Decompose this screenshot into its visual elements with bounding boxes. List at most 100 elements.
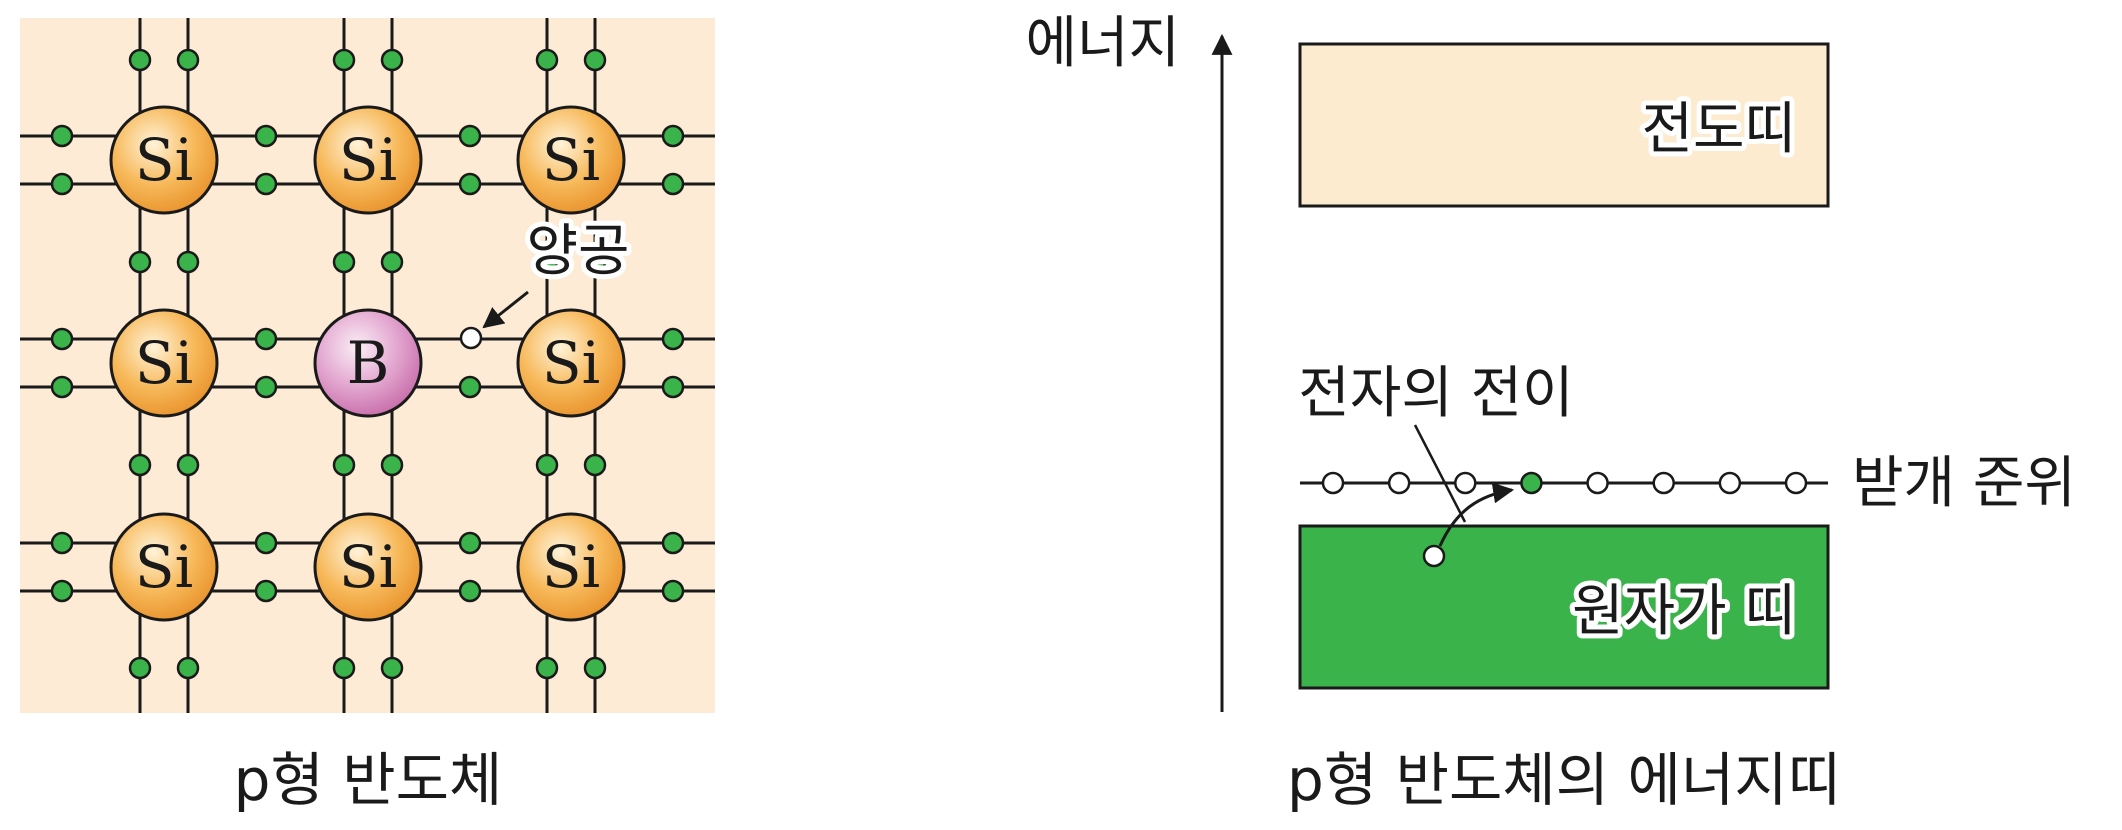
acceptor-state-empty xyxy=(1387,471,1411,495)
transition-arrow xyxy=(1438,482,1515,547)
bond-electron xyxy=(332,48,356,72)
acceptor-state-empty xyxy=(1652,471,1675,495)
boron-atom: B xyxy=(313,308,423,418)
bond-electron xyxy=(535,48,559,72)
bond-electron xyxy=(254,327,278,351)
bond-electron xyxy=(661,172,685,196)
bond-electron xyxy=(50,531,74,555)
atom-symbol: Si xyxy=(339,533,397,601)
bond-electron xyxy=(176,250,200,274)
silicon-atom: Si xyxy=(109,105,219,215)
bond-electron xyxy=(535,656,559,680)
bond-electron xyxy=(458,579,482,603)
bond-electron xyxy=(50,327,74,351)
bond-electron xyxy=(254,172,278,196)
valence-hole xyxy=(1422,544,1446,568)
bond-electron xyxy=(458,531,482,555)
acceptor-state-empty xyxy=(1784,471,1808,495)
atom-circle xyxy=(516,512,626,622)
silicon-atom: Si xyxy=(109,308,219,418)
bond-electron xyxy=(50,579,74,603)
bond-electron xyxy=(380,48,404,72)
silicon-atom: Si xyxy=(516,105,626,215)
transition-leader-line xyxy=(1413,424,1467,523)
acceptor-level-label: 받개 준위 xyxy=(1852,451,2076,516)
acceptor-states xyxy=(1321,471,1808,495)
silicon-atom: Si xyxy=(109,512,219,622)
bond-electron xyxy=(254,375,278,399)
bond-electron xyxy=(50,172,74,196)
atom-symbol: B xyxy=(347,329,390,397)
bond-electron xyxy=(583,656,607,680)
acceptor-state-empty xyxy=(1586,471,1609,495)
acceptor-state-empty xyxy=(1321,471,1345,495)
lattice-caption: p형 반도체 xyxy=(234,746,503,814)
bond-electron xyxy=(128,250,152,274)
bond-electron xyxy=(535,250,559,274)
valence-band xyxy=(1298,524,1830,690)
conduction-band-label: 전도띠 xyxy=(1641,97,1796,162)
energy-axis-label: 에너지 xyxy=(1025,11,1180,76)
atom-circle xyxy=(109,105,219,215)
hole-label: 양공 xyxy=(526,219,629,284)
bond-electron xyxy=(661,579,685,603)
bond-electron xyxy=(128,453,152,477)
silicon-atom: Si xyxy=(313,105,423,215)
bond-electron xyxy=(50,375,74,399)
bond-electron xyxy=(458,172,482,196)
bond-electron xyxy=(254,124,278,148)
acceptor-state-filled xyxy=(1520,471,1543,495)
atom-circle xyxy=(516,308,626,418)
bond-electron xyxy=(535,453,559,477)
atom-symbol: Si xyxy=(542,533,600,601)
band-panel: 에너지 전도띠 받개 준위 원자가 띠 전자의 전이 p형 반도체의 에너지띠 xyxy=(1025,11,2075,814)
bond-electron xyxy=(661,327,685,351)
lattice-electrons xyxy=(50,48,685,680)
atom-circle xyxy=(109,308,219,418)
bond-electron xyxy=(661,124,685,148)
bond-electron xyxy=(458,375,482,399)
atom-circle xyxy=(313,105,423,215)
atom-circle xyxy=(313,512,423,622)
bond-electron xyxy=(176,48,200,72)
acceptor-state-empty xyxy=(1454,471,1477,495)
bond-electron xyxy=(380,453,404,477)
hole-marker xyxy=(459,326,483,350)
band-caption: p형 반도체의 에너지띠 xyxy=(1287,746,1841,814)
silicon-atom: Si xyxy=(313,512,423,622)
atom-circle xyxy=(109,512,219,622)
atom-circle xyxy=(516,105,626,215)
bond-electron xyxy=(583,453,607,477)
bond-electron xyxy=(128,48,152,72)
atom-symbol: Si xyxy=(339,126,397,194)
bond-electron xyxy=(661,531,685,555)
bond-electron xyxy=(380,656,404,680)
bond-electron xyxy=(583,250,607,274)
bond-electron xyxy=(50,124,74,148)
bond-electron xyxy=(332,656,356,680)
bond-electron xyxy=(176,656,200,680)
silicon-atom: Si xyxy=(516,308,626,418)
bond-electron xyxy=(458,124,482,148)
atom-symbol: Si xyxy=(135,533,193,601)
atom-symbol: Si xyxy=(135,329,193,397)
silicon-atom: Si xyxy=(516,512,626,622)
bond-electron xyxy=(254,531,278,555)
acceptor-state-empty xyxy=(1718,471,1742,495)
hole-pointer-arrow xyxy=(482,290,529,329)
bond-electron xyxy=(128,656,152,680)
transition-label: 전자의 전이 xyxy=(1298,361,1573,426)
bond-electron xyxy=(661,375,685,399)
valence-band-label: 원자가 띠 xyxy=(1572,579,1796,644)
atom-symbol: Si xyxy=(542,329,600,397)
bond-electron xyxy=(332,453,356,477)
bond-electron xyxy=(583,48,607,72)
atom-circle xyxy=(313,308,423,418)
bond-electron xyxy=(380,250,404,274)
bond-electron xyxy=(254,579,278,603)
bond-electron xyxy=(176,453,200,477)
atom-symbol: Si xyxy=(542,126,600,194)
